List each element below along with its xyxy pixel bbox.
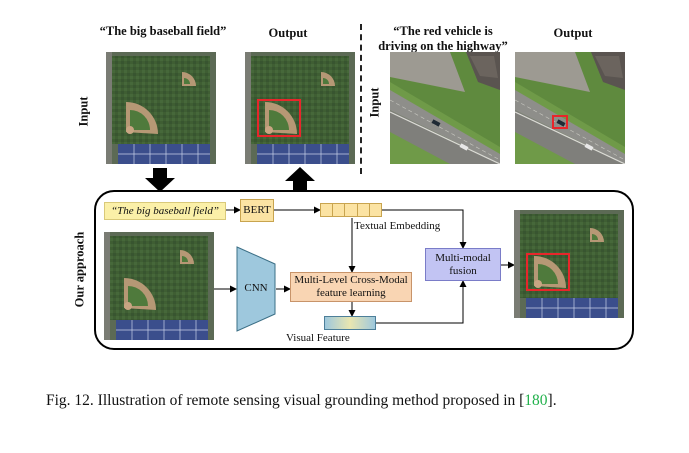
baseball-output-image xyxy=(245,52,355,164)
baseball-input-image xyxy=(106,52,216,164)
embedding-cell xyxy=(357,203,370,217)
caption-suffix: ]. xyxy=(547,392,557,409)
visual-feature-label: Visual Feature xyxy=(286,332,350,344)
visual-feature-bar xyxy=(324,316,376,330)
query-title-right: “The red vehicle is driving on the highw… xyxy=(378,24,508,53)
bert-label: BERT xyxy=(243,204,271,216)
query-text-box: “The big baseball field” xyxy=(104,202,226,220)
citation-link[interactable]: 180 xyxy=(524,392,548,409)
grounding-bbox xyxy=(526,253,570,291)
approach-output-image xyxy=(514,210,624,318)
cross-modal-box: Multi-Level Cross-Modal feature learning xyxy=(290,272,412,302)
output-title-right: Output xyxy=(553,26,593,40)
textual-embedding-label: Textual Embedding xyxy=(354,220,441,232)
cnn-label: CNN xyxy=(244,282,268,294)
textual-embedding-vector xyxy=(320,203,383,217)
output-title-left: Output xyxy=(268,26,308,40)
query-text: “The big baseball field” xyxy=(111,204,219,217)
grounding-bbox xyxy=(257,99,301,137)
cnn-block xyxy=(236,246,276,332)
figure-caption: Fig. 12. Illustration of remote sensing … xyxy=(46,391,676,411)
embedding-cell xyxy=(320,203,334,217)
fusion-box: Multi-modal fusion xyxy=(425,248,501,281)
section-divider xyxy=(360,24,362,174)
embedding-cell xyxy=(333,203,346,217)
highway-input-image xyxy=(389,52,501,165)
down-arrow-icon xyxy=(145,168,175,192)
grounding-bbox xyxy=(552,115,568,129)
embedding-cell xyxy=(345,203,358,217)
cross-modal-label: Multi-Level Cross-Modal feature learning xyxy=(294,274,408,299)
our-approach-panel xyxy=(94,190,634,350)
caption-text: Fig. 12. Illustration of remote sensing … xyxy=(46,392,525,409)
fusion-label: Multi-modal fusion xyxy=(435,251,491,277)
up-arrow-icon xyxy=(285,167,315,191)
query-title-left: “The big baseball field” xyxy=(99,24,227,38)
embedding-cell xyxy=(369,203,383,217)
highway-output-image xyxy=(514,52,626,165)
approach-input-image xyxy=(104,232,214,340)
bert-box: BERT xyxy=(240,199,274,222)
